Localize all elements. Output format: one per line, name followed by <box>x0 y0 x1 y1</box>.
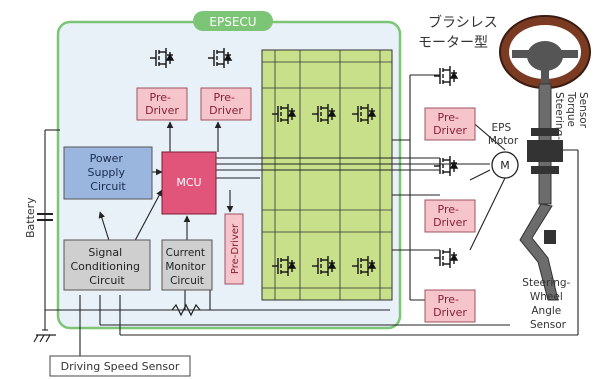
ecu-title-tab <box>193 11 273 31</box>
angle-sensor-line-4: Sensor <box>530 319 567 331</box>
current-monitor-block <box>161 239 213 291</box>
torque-sensor-line-2: Torque <box>565 91 577 127</box>
svg-text:Current Monitor Circui: Current Monitor Circuit <box>165 247 208 287</box>
pre-driver-right-3 <box>424 289 476 323</box>
signal-conditioning-block <box>63 239 151 291</box>
bridge-grid-lines <box>262 50 392 300</box>
driving-speed-sensor-box <box>49 355 191 377</box>
angle-sensor-line-1: Steering- <box>522 277 570 289</box>
bridge-mosfet-icon <box>272 104 297 124</box>
mosfet-icon <box>434 248 459 268</box>
torque-sensor-line-3: Sensor <box>577 92 589 129</box>
eps-motor-line-2: Motor <box>488 135 519 147</box>
jp-title-line-2: モーター型 <box>418 35 488 51</box>
mcu-block <box>161 151 217 215</box>
bridge-mosfet-icon <box>312 104 337 124</box>
svg-text:Pre- Driver: Pre- Driver <box>145 91 179 117</box>
steering-column-icon <box>519 83 563 301</box>
pre-driver-vertical <box>224 213 244 285</box>
pre-driver-top-1 <box>136 87 188 121</box>
motor-letter: M <box>500 159 510 172</box>
bridge-mosfet-icon <box>352 104 377 124</box>
signal-conditioning-line-2: Conditioning <box>70 260 140 273</box>
mosfet-icon <box>208 48 233 68</box>
svg-text:EPS Motor: EPS Motor <box>488 122 519 147</box>
svg-text:Signal Conditioning Ci: Signal Conditioning Circuit <box>70 246 143 287</box>
svg-text:Power Supply Circuit: Power Supply Circuit <box>88 152 129 193</box>
outer-mosfets <box>150 48 459 268</box>
current-monitor-line-1: Current <box>166 247 205 259</box>
power-supply-line-3: Circuit <box>90 180 126 193</box>
mosfet-icon <box>434 156 459 176</box>
power-supply-block <box>63 146 153 200</box>
eps-motor-symbol <box>491 151 519 179</box>
angle-sensor-line-2: Wheel <box>530 291 563 303</box>
bridge-mosfet-icon <box>312 256 337 276</box>
pre-driver-top-1-line-1: Pre- <box>150 91 171 104</box>
angle-sensor-line-3: Angle <box>531 305 561 317</box>
inverter-bridge <box>261 49 393 301</box>
pre-driver-right-1-line-2: Driver <box>433 124 467 137</box>
pre-driver-top-2 <box>200 87 252 121</box>
eps-motor-line-1: EPS <box>492 122 512 134</box>
driving-speed-sensor-label: Driving Speed Sensor <box>61 360 180 373</box>
pre-driver-right-3-line-1: Pre- <box>438 293 459 306</box>
pre-driver-vertical-label: Pre-Driver <box>230 223 241 274</box>
mosfet-icon <box>150 48 175 68</box>
bridge-mosfet-icon <box>352 256 377 276</box>
pre-driver-right-2 <box>424 199 476 233</box>
signal-conditioning-line-3: Circuit <box>89 274 125 287</box>
pre-driver-right-1 <box>424 107 476 141</box>
torque-sensor-line-1: Steering- <box>553 92 565 140</box>
pre-driver-top-2-line-1: Pre- <box>214 91 235 104</box>
svg-text:ブラシレス モーター型: ブラシレス モーター型 <box>418 14 502 51</box>
mcu-label: MCU <box>176 176 201 189</box>
pre-driver-right-2-line-1: Pre- <box>438 203 459 216</box>
signal-conditioning-line-1: Signal <box>88 246 122 259</box>
svg-text:Pre- Driver: Pre- Driver <box>433 111 467 137</box>
pre-driver-right-2-line-2: Driver <box>433 216 467 229</box>
bridge-mosfet-icon <box>272 256 297 276</box>
shunt-resistor <box>171 303 201 317</box>
svg-text:Pre- Driver: Pre- Driver <box>209 91 243 117</box>
svg-text:Steering- Torque Senso: Steering- Torque Sensor <box>553 91 589 143</box>
power-supply-line-1: Power <box>90 152 124 165</box>
pre-driver-right-1-line-1: Pre- <box>438 111 459 124</box>
svg-text:Pre- Driver: Pre- Driver <box>433 293 467 319</box>
bridge-mosfets <box>272 104 377 276</box>
battery-label: Battery <box>24 197 37 238</box>
ecu-title: EPSECU <box>209 15 256 29</box>
battery-symbol <box>37 213 53 221</box>
ground-symbol <box>33 334 56 343</box>
mosfet-icon <box>434 66 459 86</box>
current-monitor-line-2: Monitor <box>165 261 206 273</box>
pre-driver-top-2-line-2: Driver <box>209 104 243 117</box>
wiring <box>42 74 579 360</box>
power-supply-line-2: Supply <box>88 166 126 179</box>
svg-text:Pre- Driver: Pre- Driver <box>433 203 467 229</box>
steering-wheel-icon <box>499 15 591 89</box>
current-monitor-line-3: Circuit <box>170 275 204 287</box>
svg-text:Steering- Wheel Angle: Steering- Wheel Angle Sensor <box>522 277 573 331</box>
pre-driver-right-3-line-2: Driver <box>433 306 467 319</box>
jp-title-line-1: ブラシレス <box>428 14 498 31</box>
pre-driver-top-1-line-2: Driver <box>145 104 179 117</box>
